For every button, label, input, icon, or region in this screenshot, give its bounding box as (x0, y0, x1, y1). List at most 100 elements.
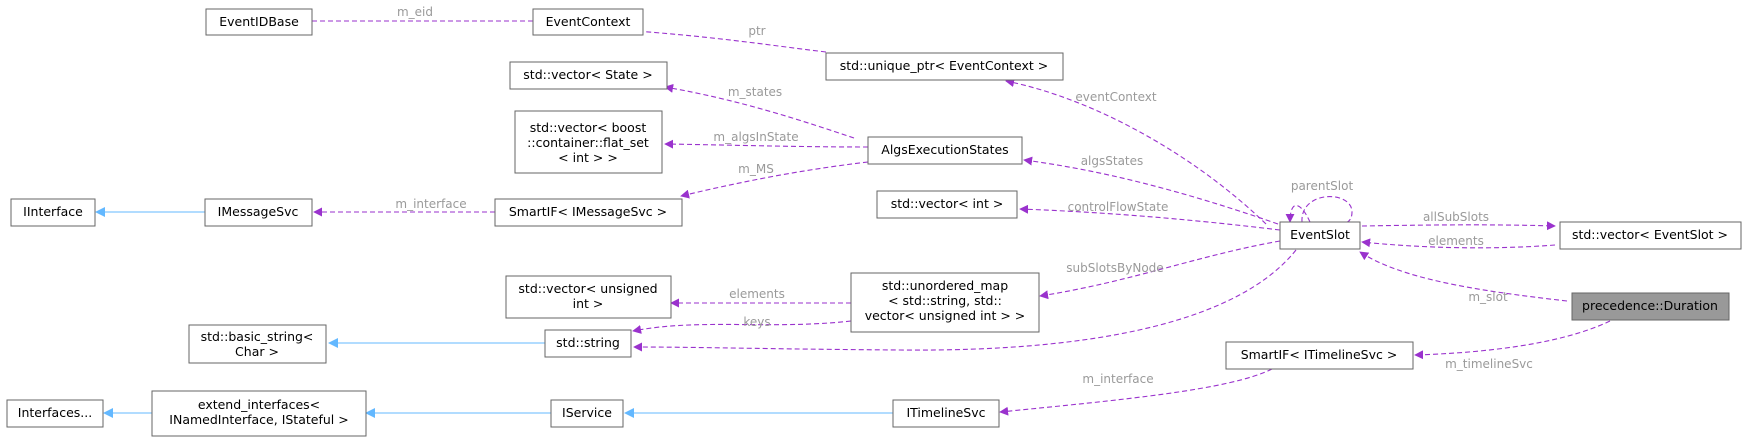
edge-label-m-interface-tl: m_interface (1082, 372, 1153, 386)
edge-label-parentslot: parentSlot (1291, 179, 1354, 193)
edge-allsubslots: allSubSlots (1361, 210, 1556, 231)
edge-label-m-interface-msg: m_interface (395, 197, 466, 211)
node-label: IInterface (23, 204, 83, 219)
node-vector-eventslot[interactable]: std::vector< EventSlot > (1559, 221, 1742, 250)
node-label: Interfaces... (18, 405, 92, 420)
edge-label-ptr: ptr (748, 24, 765, 38)
node-label-line: std::vector< EventSlot > (1572, 227, 1728, 242)
node-label-line: INamedInterface, IStateful > (169, 412, 348, 427)
edge-label-keys: keys (743, 315, 770, 329)
edge-m-interface-tl: m_interface (999, 368, 1273, 416)
node-unordered-map[interactable]: std::unordered_map< std::string, std::ve… (850, 272, 1040, 333)
node-label-line: std::unordered_map (882, 278, 1008, 293)
node-label-line: std::vector< unsigned (518, 281, 657, 296)
edge-label-subslotsbynode: subSlotsByNode (1066, 261, 1163, 275)
node-label: std::vector< State > (523, 67, 652, 82)
edge-label-eventcontext: eventContext (1075, 90, 1156, 104)
node-label-line: std::vector< State > (523, 67, 652, 82)
edge-subslotsbynode: subSlotsByNode (1039, 240, 1281, 300)
node-label: SmartIF< ITimelineSvc > (1241, 347, 1398, 362)
edge-eventcontext: eventContext (1005, 78, 1267, 225)
node-iinterface[interactable]: IInterface (10, 198, 96, 227)
node-label-line: std::string (556, 335, 620, 350)
node-label-line: std::basic_string< (201, 329, 314, 344)
node-unique-ptr[interactable]: std::unique_ptr< EventContext > (825, 52, 1064, 81)
edge-m-eid: m_eid (285, 5, 533, 26)
node-label-line: EventIDBase (219, 14, 299, 29)
node-label-line: ITimelineSvc (906, 405, 985, 420)
node-label-line: std::vector< int > (891, 196, 1004, 211)
edge-label-m-slot: m_slot (1468, 290, 1508, 304)
edge-label-m-ms: m_MS (738, 162, 774, 176)
edge-label-elements-slot: elements (1428, 234, 1484, 248)
edge-label-allsubslots: allSubSlots (1423, 210, 1489, 224)
node-vector-int[interactable]: std::vector< int > (876, 190, 1018, 219)
edge-m-interface-msg: m_interface (313, 197, 495, 217)
node-label-line: < int > > (558, 150, 618, 165)
node-label: std::vector< int > (891, 196, 1004, 211)
node-label-line: IMessageSvc (218, 204, 299, 219)
edge-label-m-timelinesvc: m_timelineSvc (1445, 357, 1533, 371)
node-basic-string[interactable]: std::basic_string<Char > (188, 324, 327, 364)
node-vector-flatset[interactable]: std::vector< boost::container::flat_set<… (514, 110, 663, 174)
node-eventidbase[interactable]: EventIDBase (205, 8, 313, 36)
node-interfaces[interactable]: Interfaces... (6, 399, 104, 428)
node-label: precedence::Duration (1582, 298, 1718, 313)
node-label-line: vector< unsigned int > > (865, 308, 1026, 323)
edge-m-timelinesvc: m_timelineSvc (1414, 320, 1611, 371)
node-label-line: EventContext (546, 14, 631, 29)
node-label: std::unique_ptr< EventContext > (840, 58, 1049, 73)
node-label-line: std::unique_ptr< EventContext > (840, 58, 1049, 73)
node-label-line: IInterface (23, 204, 83, 219)
edge-controlflowstate: controlFlowState (1019, 200, 1281, 231)
node-label: EventIDBase (219, 14, 299, 29)
node-label: ITimelineSvc (906, 405, 985, 420)
edge-algsstates: algsStates (1023, 154, 1279, 225)
node-label: IService (562, 405, 612, 420)
node-label-line: Char > (235, 344, 279, 359)
edge-elements-slot: elements (1361, 234, 1556, 249)
node-extend-interfaces[interactable]: extend_interfaces<INamedInterface, IStat… (151, 390, 367, 437)
node-label: std::string (556, 335, 620, 350)
node-label: extend_interfaces<INamedInterface, IStat… (169, 397, 348, 427)
node-eventcontext[interactable]: EventContext (532, 8, 644, 36)
node-label: IMessageSvc (218, 204, 299, 219)
node-label-line: precedence::Duration (1582, 298, 1718, 313)
edge-keys: keys (632, 315, 852, 334)
node-label-line: IService (562, 405, 612, 420)
node-vector-state[interactable]: std::vector< State > (509, 61, 668, 90)
node-smartif-itimelinesvc[interactable]: SmartIF< ITimelineSvc > (1225, 341, 1414, 370)
node-label-line: ::container::flat_set (527, 135, 649, 150)
edge-label-m-states: m_states (728, 85, 782, 99)
node-label: std::vector< boost::container::flat_set<… (527, 120, 649, 165)
node-label-line: SmartIF< ITimelineSvc > (1241, 347, 1398, 362)
node-smartif-imessagesvc[interactable]: SmartIF< IMessageSvc > (494, 198, 683, 227)
node-label: EventSlot (1290, 227, 1350, 242)
edge-label-algsstates: algsStates (1081, 154, 1144, 168)
node-itimelinesvc[interactable]: ITimelineSvc (892, 399, 1000, 428)
node-label-line: extend_interfaces< (198, 397, 320, 412)
node-label: AlgsExecutionStates (881, 142, 1008, 157)
edge-m-slot: m_slot (1359, 251, 1568, 304)
node-eventslot[interactable]: EventSlot (1279, 221, 1361, 250)
node-label-line: < std::string, std:: (888, 293, 1002, 308)
edge-ptr: ptr (620, 24, 827, 53)
node-label: std::basic_string<Char > (201, 329, 314, 359)
edge-m-states: m_states (664, 83, 855, 139)
edge-m-ms: m_MS (680, 161, 869, 199)
node-label: std::vector< EventSlot > (1572, 227, 1728, 242)
node-precedence-duration[interactable]: precedence::Duration (1571, 292, 1730, 321)
node-label-line: std::vector< boost (530, 120, 647, 135)
node-imessagesvc[interactable]: IMessageSvc (204, 198, 313, 227)
node-iservice[interactable]: IService (550, 399, 624, 428)
node-algsexecutionstates[interactable]: AlgsExecutionStates (867, 136, 1023, 165)
node-label-line: AlgsExecutionStates (881, 142, 1008, 157)
node-label: SmartIF< IMessageSvc > (509, 204, 667, 219)
edge-m-algsinstate: m_algsInState (664, 130, 869, 149)
node-std-string[interactable]: std::string (544, 329, 632, 358)
edge-label-m-algsinstate: m_algsInState (713, 130, 798, 144)
node-label-line: int > (573, 296, 604, 311)
